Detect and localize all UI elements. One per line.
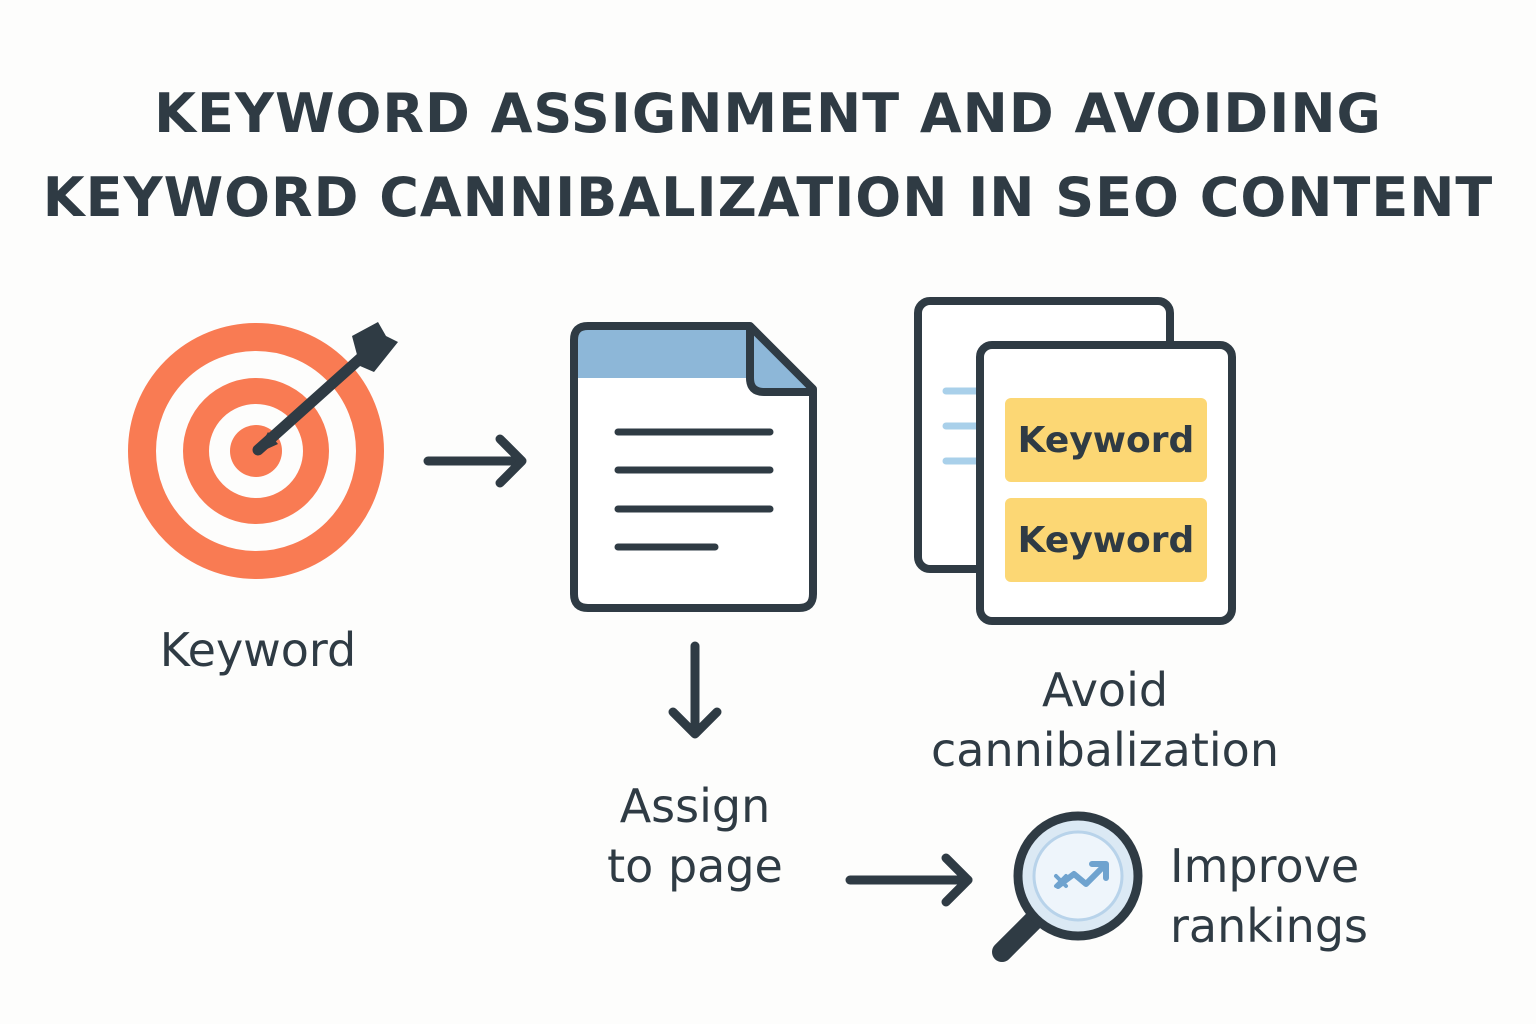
keyword-tag-1 [1005,398,1207,482]
assign-line-2: to page [607,839,783,893]
keyword-label: Keyword [159,623,357,677]
improve-line-2: rankings [1170,899,1368,953]
improve-rankings-label: Improve rankings [1170,836,1410,956]
assign-to-page-label: Assign to page [575,776,815,896]
arrow-icon [423,434,527,488]
target-icon [128,322,398,579]
avoid-cannibalization-label: Avoid cannibalization [905,660,1305,780]
keyword-tag-1-text: Keyword [1018,420,1195,461]
pages-icon: Keyword Keyword [914,297,1236,625]
avoid-line-1: Avoid [1041,663,1169,717]
diagram-title: KEYWORD ASSIGNMENT AND AVOIDING KEYWORD … [0,72,1536,240]
keyword-tag-2-text: Keyword [1018,520,1195,561]
document-icon [570,322,817,612]
trend-icon [1054,861,1109,889]
improve-line-1: Improve [1170,839,1360,893]
magnifier-icon [992,811,1143,962]
assign-line-1: Assign [619,779,771,833]
right-arrow-icon [845,853,973,907]
avoid-line-2: cannibalization [931,723,1279,777]
keyword-tag-2 [1005,498,1207,582]
title-line-2: KEYWORD CANNIBALIZATION IN SEO CONTENT [42,166,1494,229]
title-line-1: KEYWORD ASSIGNMENT AND AVOIDING [154,82,1382,145]
down-arrow-icon [668,641,722,739]
